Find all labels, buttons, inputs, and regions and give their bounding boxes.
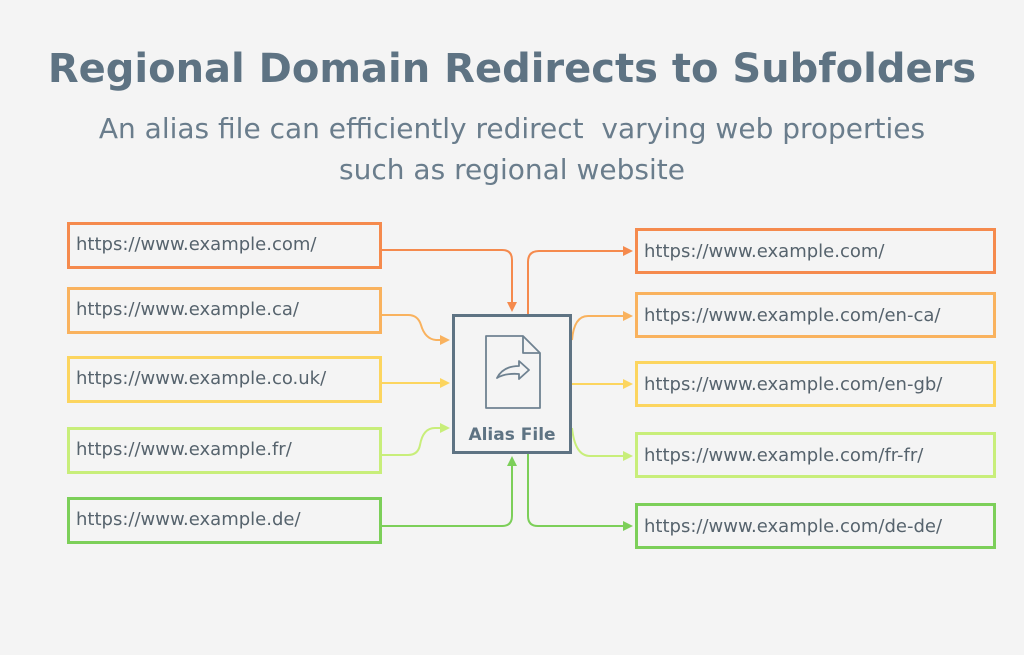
target-url-text: https://www.example.com/fr-fr/	[644, 444, 924, 466]
alias-file-node: Alias File	[452, 314, 572, 454]
connector-source-3	[382, 423, 450, 456]
connector-target-0	[527, 246, 633, 314]
diagram-subtitle: An alias file can efficiently redirect v…	[60, 108, 964, 190]
target-url-text: https://www.example.com/de-de/	[644, 515, 943, 537]
source-url-text: https://www.example.co.uk/	[76, 368, 327, 389]
subtitle-line-2: such as regional website	[339, 153, 685, 186]
connector-source-4	[382, 456, 517, 527]
source-url-box-3: https://www.example.fr/	[67, 427, 382, 474]
alias-file-label: Alias File	[468, 425, 556, 445]
source-url-text: https://www.example.fr/	[76, 439, 292, 460]
source-url-box-2: https://www.example.co.uk/	[67, 356, 382, 403]
connector-target-1	[571, 311, 633, 341]
target-url-box-0: https://www.example.com/	[635, 228, 996, 274]
connector-source-1	[382, 314, 450, 345]
connector-target-3	[571, 427, 633, 461]
source-url-text: https://www.example.de/	[76, 509, 301, 530]
target-url-box-2: https://www.example.com/en-gb/	[635, 361, 996, 407]
source-url-box-1: https://www.example.ca/	[67, 287, 382, 334]
target-url-box-1: https://www.example.com/en-ca/	[635, 292, 996, 338]
source-url-text: https://www.example.com/	[76, 234, 317, 255]
redirect-file-icon	[485, 335, 541, 409]
connector-source-0	[382, 249, 517, 312]
target-url-box-3: https://www.example.com/fr-fr/	[635, 432, 996, 478]
connector-target-4	[527, 454, 633, 531]
source-url-text: https://www.example.ca/	[76, 299, 299, 320]
target-url-box-4: https://www.example.com/de-de/	[635, 503, 996, 549]
subtitle-line-1: An alias file can efficiently redirect v…	[98, 112, 926, 145]
source-url-box-0: https://www.example.com/	[67, 222, 382, 269]
target-url-text: https://www.example.com/	[644, 240, 885, 262]
source-url-box-4: https://www.example.de/	[67, 497, 382, 544]
target-url-text: https://www.example.com/en-ca/	[644, 304, 941, 326]
diagram-title: Regional Domain Redirects to Subfolders	[47, 46, 977, 92]
target-url-text: https://www.example.com/en-gb/	[644, 373, 943, 395]
